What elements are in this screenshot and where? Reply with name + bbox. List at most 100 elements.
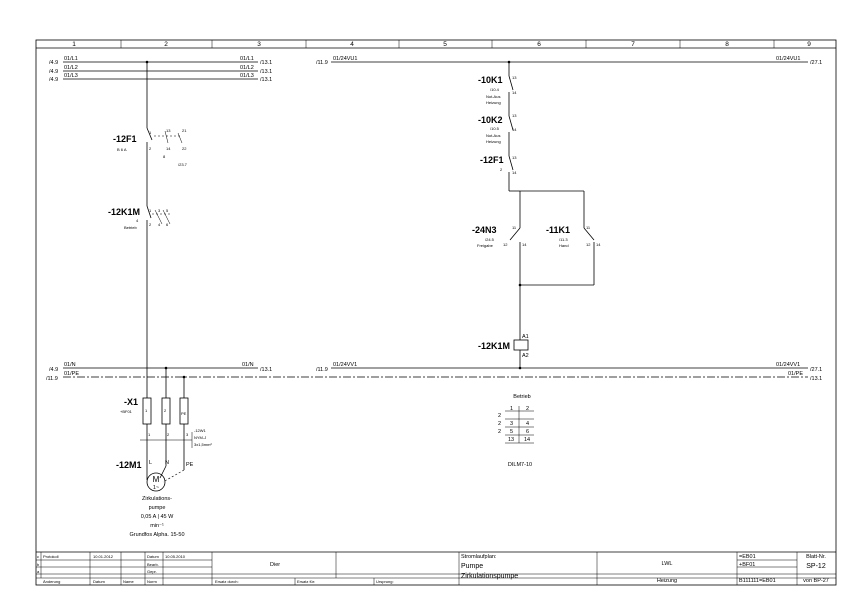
breaker-tag: -12F1: [113, 134, 137, 144]
power-labels: -12F1 B 6 A 1 2 13 14 21 22 8 /23.7 -12K…: [108, 128, 212, 538]
svg-text:1: 1: [510, 406, 513, 412]
svg-text:01/L1: 01/L1: [64, 56, 78, 62]
bus-l1: /4.9 01/L1 01/L1 /13.1: [49, 56, 272, 66]
column-number: 2: [164, 41, 168, 48]
svg-text:22: 22: [182, 146, 187, 151]
svg-text:LWL: LWL: [662, 561, 673, 567]
svg-text:/11.9: /11.9: [46, 376, 58, 382]
svg-text:B111111=EB01: B111111=EB01: [739, 578, 776, 584]
svg-text:/11.3: /11.3: [559, 237, 568, 242]
svg-text:6: 6: [166, 222, 169, 227]
column-number: 7: [631, 41, 635, 48]
svg-text:Betrieb: Betrieb: [513, 394, 530, 400]
svg-text:c: c: [37, 554, 39, 559]
svg-text:01/24VU1: 01/24VU1: [776, 56, 800, 62]
svg-text:Heizung: Heizung: [486, 139, 501, 144]
svg-text:01/N: 01/N: [242, 362, 254, 368]
svg-text:6: 6: [526, 429, 529, 435]
svg-text:Stromlaufplan:: Stromlaufplan:: [461, 554, 497, 560]
svg-text:/4.9: /4.9: [49, 60, 58, 66]
svg-text:Blatt-Nr.: Blatt-Nr.: [806, 554, 826, 560]
svg-text:N: N: [165, 460, 169, 466]
svg-text:-10K1: -10K1: [478, 75, 503, 85]
svg-text:8: 8: [163, 154, 166, 159]
frame: [35, 39, 837, 586]
bus-24vu1: /11.9 01/24VU1 01/24VU1 /27.1: [316, 56, 822, 66]
coil-symbol: [513, 339, 529, 351]
svg-text:Grundfos Alpha. 15-50: Grundfos Alpha. 15-50: [129, 532, 184, 538]
svg-text:14: 14: [166, 146, 171, 151]
svg-text:01/L3: 01/L3: [64, 73, 78, 79]
svg-text:-10K2: -10K2: [478, 115, 503, 125]
svg-text:01/L3: 01/L3: [240, 73, 254, 79]
bus-pe: /11.9 01/PE 01/PE /13.1: [46, 371, 822, 382]
svg-text:3: 3: [510, 421, 513, 427]
column-number: 3: [257, 41, 261, 48]
svg-text:/13.1: /13.1: [260, 367, 272, 373]
svg-text:2: 2: [167, 432, 170, 437]
svg-text:3: 3: [158, 208, 161, 213]
column-number: 6: [537, 41, 541, 48]
svg-text:10.05.2010: 10.05.2010: [165, 554, 186, 559]
svg-text:3x1,5mm²: 3x1,5mm²: [194, 442, 212, 447]
column-number: 8: [725, 41, 729, 48]
svg-text:+BF01: +BF01: [739, 562, 755, 568]
svg-text:Änderung: Änderung: [43, 579, 60, 584]
svg-text:11: 11: [586, 225, 591, 230]
svg-text:+BF01: +BF01: [120, 409, 133, 414]
svg-text:/11.9: /11.9: [316, 367, 328, 373]
svg-text:/13.1: /13.1: [260, 77, 272, 83]
svg-text:DILM7-10: DILM7-10: [508, 462, 532, 468]
svg-text:Ersatz für:: Ersatz für:: [297, 579, 315, 584]
svg-text:-12F1: -12F1: [480, 155, 504, 165]
svg-text:Ursprung:: Ursprung:: [376, 579, 394, 584]
column-number: 9: [807, 41, 811, 48]
svg-text:von BP-27: von BP-27: [803, 578, 829, 584]
svg-text:01/L2: 01/L2: [240, 65, 254, 71]
svg-text:5: 5: [510, 429, 513, 435]
title-block-text: c b a Protokoll 10.01.2012 Änderung Datu…: [37, 554, 829, 584]
svg-text:/24.5: /24.5: [485, 237, 495, 242]
motor-symbol: [146, 472, 166, 492]
contact-table: Betrieb 2 1 2 2 3 4 2 5 6 13 14 DILM7-10: [498, 394, 534, 468]
svg-text:/10.5: /10.5: [490, 126, 500, 131]
svg-text:01/24VU1: 01/24VU1: [333, 56, 357, 62]
svg-text:min⁻¹: min⁻¹: [150, 523, 164, 529]
svg-text:Not-Aus: Not-Aus: [486, 133, 500, 138]
svg-text:01/PE: 01/PE: [64, 371, 79, 377]
svg-text:/10.4: /10.4: [490, 87, 500, 92]
svg-text:/4.9: /4.9: [49, 77, 58, 83]
svg-text:12: 12: [586, 242, 591, 247]
svg-text:2: 2: [149, 146, 152, 151]
svg-text:/23.7: /23.7: [178, 162, 188, 167]
plan-title: Pumpe: [461, 563, 483, 570]
svg-text:13: 13: [508, 437, 514, 443]
svg-text:B 6 A: B 6 A: [117, 147, 127, 152]
column-number: 4: [350, 41, 354, 48]
bus-l2: /4.9 01/L2 01/L2 /13.1: [49, 65, 272, 75]
sheet-number: SP-12: [806, 563, 826, 570]
svg-text:01/L2: 01/L2: [64, 65, 78, 71]
svg-text:2: 2: [498, 413, 501, 419]
svg-text:14: 14: [512, 127, 517, 132]
svg-text:2: 2: [498, 421, 501, 427]
svg-text:Protokoll: Protokoll: [43, 554, 59, 559]
svg-text:01/24VV1: 01/24VV1: [333, 362, 357, 368]
svg-text:2: 2: [164, 408, 167, 413]
svg-text:13: 13: [512, 113, 517, 118]
svg-text:PE: PE: [181, 411, 187, 416]
svg-text:Datum: Datum: [93, 579, 105, 584]
control-labels: -10K1 13 14 /10.4 Not-Aus Heizung -10K2 …: [472, 75, 601, 359]
bus-l3: /4.9 01/L3 01/L3 /13.1: [49, 73, 272, 83]
svg-text:Zirkulations-: Zirkulations-: [142, 496, 172, 502]
svg-text:Not-Aus: Not-Aus: [486, 94, 500, 99]
plan-subtitle: Zirkulationspumpe: [461, 573, 518, 580]
svg-text:01/24VV1: 01/24VV1: [776, 362, 800, 368]
svg-text:/27.1: /27.1: [810, 60, 822, 66]
svg-text:Heizung: Heizung: [486, 100, 501, 105]
svg-text:Bearb.: Bearb.: [147, 562, 159, 567]
bus-n: /4.9 01/N 01/N /13.1: [49, 362, 272, 373]
svg-text:/4.9: /4.9: [49, 69, 58, 75]
svg-text:-24N3: -24N3: [472, 225, 497, 235]
